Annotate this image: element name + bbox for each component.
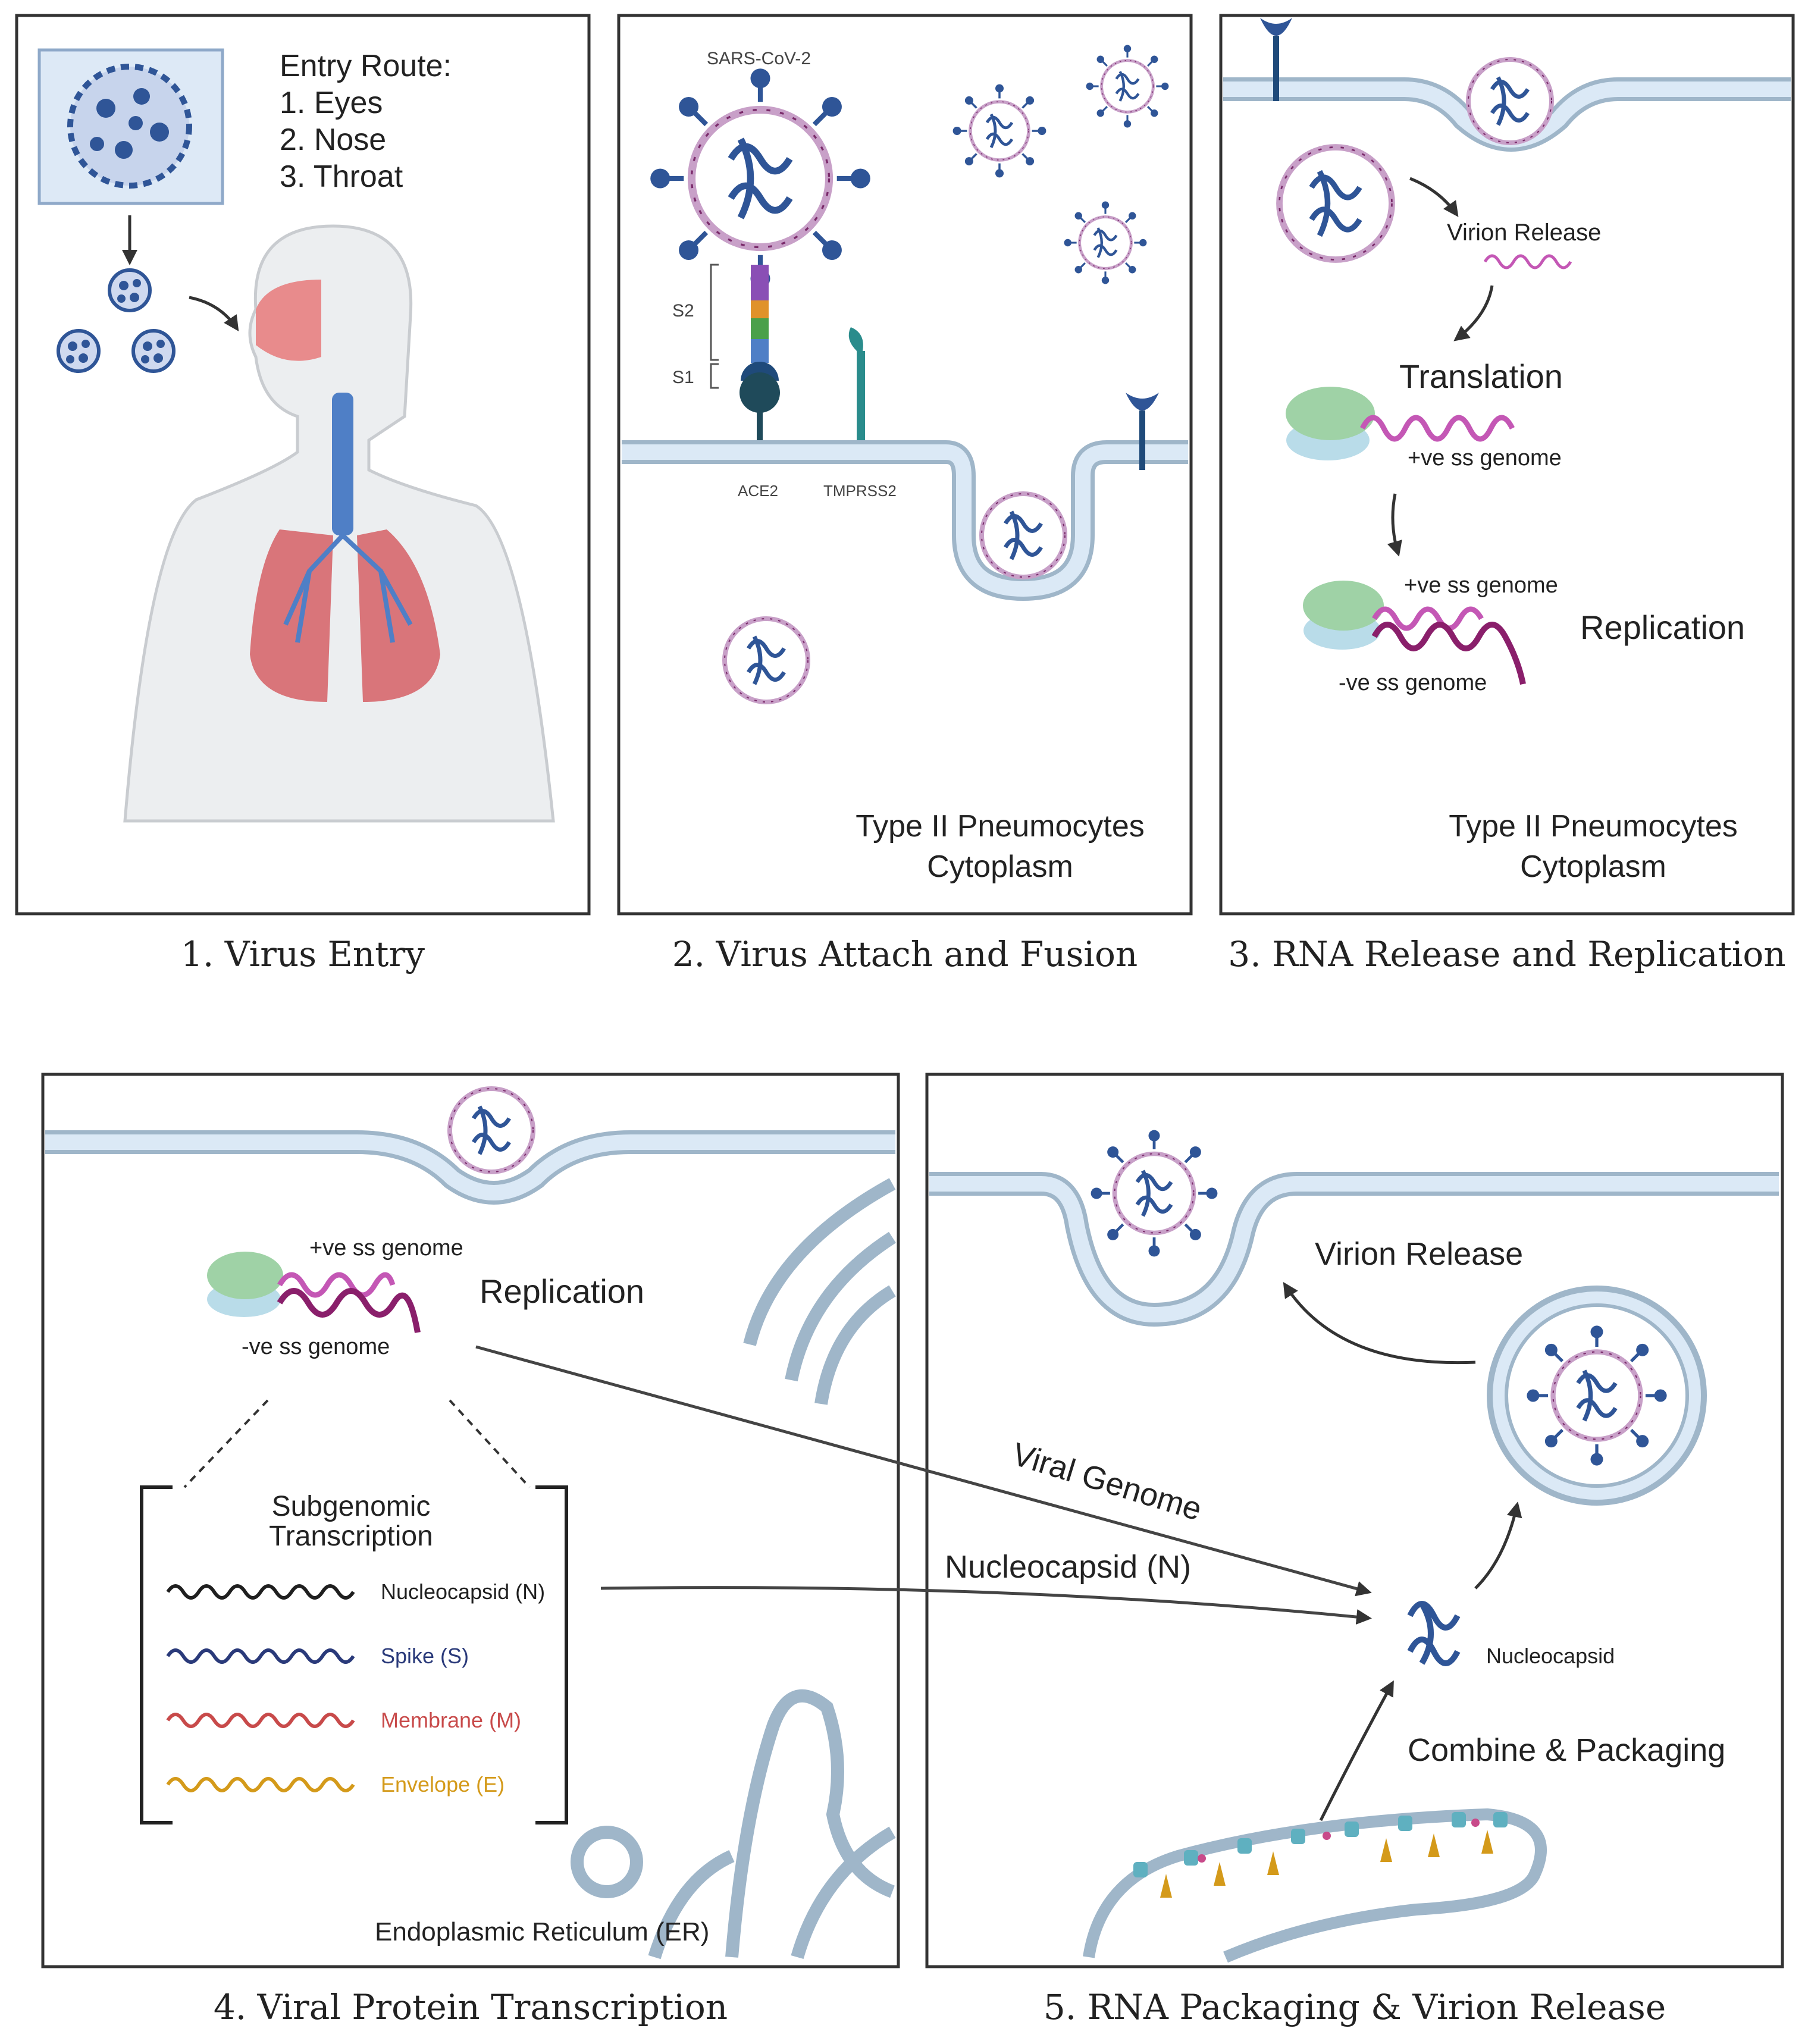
transcription-label: Transcription <box>269 1521 433 1552</box>
caption-virus-entry: 1. Virus Entry <box>181 934 425 974</box>
s2-bracket <box>710 264 719 361</box>
nucleocapsid-icon <box>1407 1601 1461 1666</box>
tmprss2-label: TMPRSS2 <box>823 482 897 500</box>
virion-icon <box>1280 148 1392 260</box>
transcript-list: Nucleocapsid (N) Spike (S) Membrane (M) Env… <box>166 1579 545 1797</box>
cytoplasm-label: Cytoplasm <box>927 849 1073 884</box>
replication-label: Replication <box>1580 609 1745 646</box>
caption-attach-fusion: 2. Virus Attach and Fusion <box>672 934 1138 974</box>
negative-genome-label: -ve ss genome <box>1339 670 1487 695</box>
ribosome-icon-2 <box>1303 581 1384 650</box>
released-virion-icon <box>1091 1130 1218 1257</box>
entry-route-throat: 3. Throat <box>280 159 403 194</box>
receptor-icon <box>1126 393 1159 470</box>
entry-route-title: Entry Route: <box>280 49 452 83</box>
exocytosis-arrow-icon <box>1283 1281 1476 1365</box>
s1-bracket <box>710 363 719 389</box>
er-label: Endoplasmic Reticulum (ER) <box>375 1917 709 1946</box>
transcript-spike-label: Spike (S) <box>381 1644 469 1668</box>
translation-arrow-icon <box>1453 285 1494 341</box>
negative-strand-icon <box>1371 622 1526 685</box>
zoom-line-right <box>449 1399 531 1488</box>
positive-rna-icon <box>1359 415 1515 442</box>
bracket-right <box>535 1485 568 1824</box>
caption-packaging-release: 5. RNA Packaging & Virion Release <box>1043 1987 1666 2027</box>
panel-attach-fusion: SARS-CoV-2 S2 S1 ACE2 TMPRSS2 <box>617 14 1193 916</box>
pneumocyte-label-3: Type II Pneumocytes <box>1449 809 1738 844</box>
positive-genome-label-4: +ve ss genome <box>309 1236 463 1261</box>
virus-closeup-icon <box>67 64 192 189</box>
bracket-left <box>140 1485 173 1824</box>
cytoplasm-label-3: Cytoplasm <box>1520 849 1666 884</box>
vesicle-icon <box>1487 1286 1707 1506</box>
translation-label: Translation <box>1399 358 1563 395</box>
s2-label: S2 <box>672 301 694 321</box>
free-virus-icon-c <box>1064 202 1147 284</box>
entry-route-eyes: 1. Eyes <box>280 86 383 120</box>
nucleocapsid-label: Nucleocapsid <box>1486 1644 1615 1668</box>
replication-label-4: Replication <box>480 1272 644 1310</box>
receptor-icon-3 <box>1260 18 1292 101</box>
transcript-nucleocapsid-label: Nucleocapsid (N) <box>381 1579 545 1604</box>
endocytosed-virus-icon <box>982 494 1065 577</box>
er-icon <box>571 1689 896 1960</box>
cytoplasm-virus-icon <box>725 619 808 702</box>
s1-label: S1 <box>672 368 694 387</box>
inhale-arrow-icon <box>189 296 239 331</box>
positive-strand-icon <box>1372 606 1484 631</box>
virus-at-membrane-icon <box>450 1089 533 1172</box>
caption-rna-release: 3. RNA Release and Replication <box>1228 934 1786 974</box>
positive-genome-label-2: +ve ss genome <box>1404 573 1558 598</box>
replication-arrow-icon <box>1387 493 1402 557</box>
rna-icon <box>1483 254 1572 269</box>
entry-route-nose: 2. Nose <box>280 123 386 157</box>
transcript-envelope-label: Envelope (E) <box>381 1772 505 1797</box>
pneumocyte-label: Type II Pneumocytes <box>856 809 1145 844</box>
sars-cov-2-label: SARS-CoV-2 <box>707 49 811 68</box>
panel-virus-entry: Entry Route: 1. Eyes 2. Nose 3. Throat <box>15 14 591 916</box>
release-arrow-icon <box>1409 177 1459 217</box>
nucleocapsid-arrow-icon <box>600 1586 1372 1625</box>
transcript-nucleocapsid-wave-icon <box>166 1584 355 1600</box>
panel-packaging-release: Virion Release Viral Genome Nucleocapsid… <box>925 1073 1784 1968</box>
viral-genome-arrow-icon <box>475 1345 1372 1597</box>
spike-receptor-icon <box>740 265 780 464</box>
virion-release-label: Virion Release <box>1447 220 1601 246</box>
tmprss2-icon <box>848 327 865 464</box>
transcript-envelope-wave-icon <box>166 1777 355 1792</box>
free-virus-icon-b <box>1086 45 1169 128</box>
negative-strand-icon-4 <box>277 1288 421 1333</box>
ace2-label: ACE2 <box>738 482 778 500</box>
er-to-nucleocapsid-arrow-icon <box>1319 1680 1394 1822</box>
combine-packaging-label: Combine & Packaging <box>1408 1732 1725 1768</box>
packaging-arrow-icon <box>1474 1501 1522 1590</box>
virion-release-label-5: Virion Release <box>1315 1236 1523 1272</box>
subgenomic-label: Subgenomic <box>272 1491 431 1522</box>
caption-protein-transcription: 4. Viral Protein Transcription <box>213 1987 728 2027</box>
entering-virus-icon <box>1468 59 1552 143</box>
ribosome-icon <box>1286 387 1375 460</box>
ribosome-icon-4 <box>207 1252 283 1317</box>
free-virus-icon-a <box>953 84 1046 178</box>
panel-protein-transcription: +ve ss genome -ve ss genome Replication … <box>41 1073 900 1968</box>
golgi-icon <box>743 1178 896 1405</box>
panel-rna-release: Virion Release Translation +ve ss genome… <box>1219 14 1795 916</box>
positive-genome-label: +ve ss genome <box>1408 446 1562 471</box>
human-body-icon <box>123 224 555 823</box>
transcript-spike-wave-icon <box>166 1648 355 1664</box>
er-protein-icon <box>1083 1808 1547 1963</box>
negative-genome-label-4: -ve ss genome <box>242 1334 390 1359</box>
transcript-membrane-label: Membrane (M) <box>381 1708 521 1732</box>
sars-cov-2-virus-icon <box>650 68 870 289</box>
zoom-line-left <box>183 1399 269 1488</box>
transcript-membrane-wave-icon <box>166 1713 355 1728</box>
nucleocapsid-n-label: Nucleocapsid (N) <box>945 1549 1191 1585</box>
positive-strand-icon-4 <box>277 1272 396 1298</box>
